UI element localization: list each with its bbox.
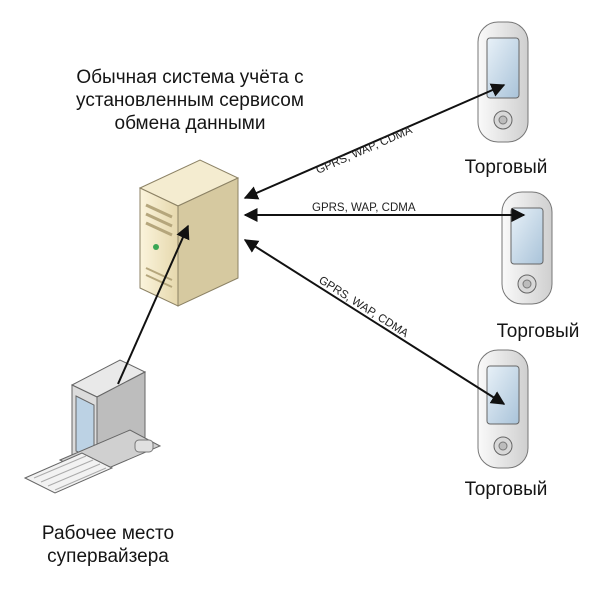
supervisor-caption-line: Рабочее место bbox=[41, 523, 175, 544]
device-label-bottom: Торговый bbox=[464, 479, 548, 500]
workstation-icon bbox=[23, 359, 162, 494]
supervisor-caption: Рабочее место супервайзера bbox=[8, 522, 208, 568]
server-caption-line: обмена данными bbox=[114, 113, 266, 134]
device-label-top: Торговый bbox=[464, 157, 548, 178]
pda-bottom-icon bbox=[477, 349, 529, 469]
server-icon bbox=[138, 159, 240, 307]
server-caption-line: Обычная система учёта с bbox=[76, 67, 304, 88]
supervisor-caption-line: супервайзера bbox=[47, 546, 169, 567]
link-label-bottom: GPRS, WAP, CDMA bbox=[316, 274, 410, 340]
server-caption-line: установленным сервисом bbox=[76, 90, 304, 111]
device-label-middle: Торговый bbox=[496, 321, 580, 342]
link-line-bottom bbox=[243, 239, 506, 405]
supervisor-link-line bbox=[117, 224, 190, 385]
pda-top-icon bbox=[477, 21, 529, 143]
pda-middle-icon bbox=[501, 191, 553, 305]
link-label-middle: GPRS, WAP, CDMA bbox=[312, 202, 416, 214]
server-caption: Обычная система учёта с установленным се… bbox=[40, 66, 340, 135]
link-line-top bbox=[243, 83, 506, 200]
